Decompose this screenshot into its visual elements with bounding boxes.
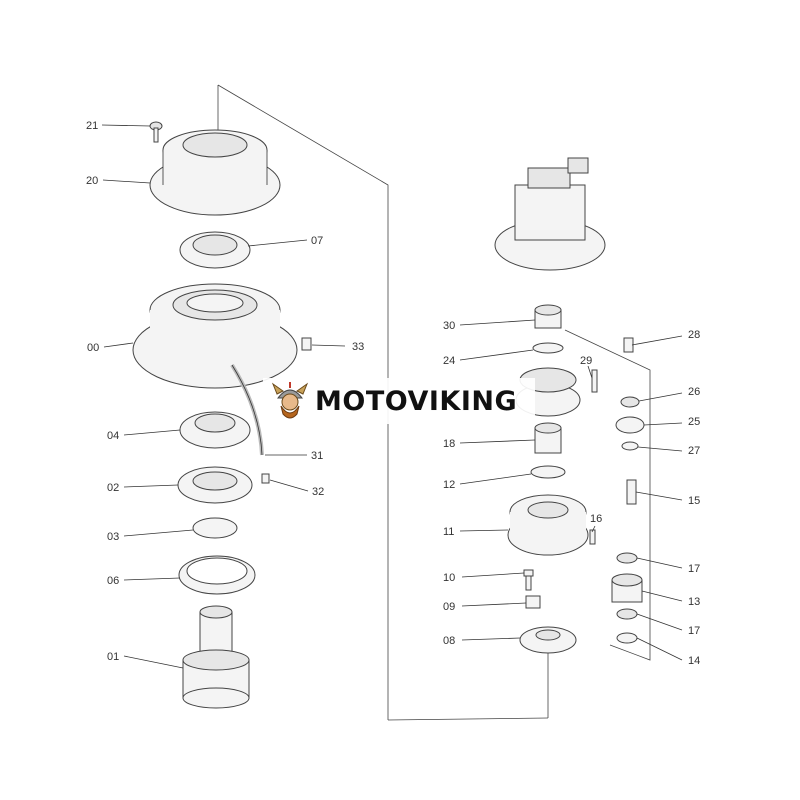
callout-32: 32 [312,486,324,498]
callout-09: 09 [443,601,455,613]
callout-24: 24 [443,355,455,367]
part-03-o-ring [192,517,238,539]
callout-27: 27 [688,445,700,457]
part-10-bolt [523,569,534,591]
callout-14: 14 [688,655,700,667]
callout-04: 04 [107,430,119,442]
viking-mascot-icon [271,382,309,419]
callout-00: 00 [87,342,99,354]
callout-11: 11 [443,526,454,538]
callout-01: 01 [107,651,119,663]
part-09-lock-plate [525,595,541,609]
part-29-pin [591,369,598,393]
callout-17-upper: 17 [688,563,700,575]
leader-lines [101,124,683,669]
callout-30: 30 [443,320,455,332]
callout-20: 20 [86,175,98,187]
callout-18: 18 [443,438,455,450]
callout-15: 15 [688,495,700,507]
callout-33: 33 [352,341,364,353]
part-15-pin [626,479,637,505]
part-21-bolt [149,121,163,143]
callout-labels: 21 20 07 00 33 04 31 02 32 03 06 01 30 2… [86,120,700,667]
part-13-planet-gear [611,573,643,603]
assembly-frame-bottom [387,717,549,721]
callout-02: 02 [107,482,119,494]
callout-07: 07 [311,235,323,247]
callout-08: 08 [443,635,455,647]
part-25-gear [615,416,645,434]
callout-16: 16 [590,513,602,525]
part-04-bearing [179,411,251,449]
part-32-fitting [261,473,270,484]
callout-29: 29 [580,355,592,367]
part-11-carrier [507,494,589,556]
part-26-gear [620,396,640,408]
callout-12: 12 [443,479,455,491]
callout-28: 28 [688,329,700,341]
part-08-thrust-plate [519,626,577,654]
assembly-frame-right [564,329,651,661]
part-02-seal [177,466,253,504]
part-17-bearing-upper [616,552,638,564]
part-24-washer [532,342,564,354]
callout-26: 26 [688,386,700,398]
part-17-bearing-lower [616,608,638,620]
part-01-pinion-shaft [182,605,250,709]
part-16-pin [589,529,596,545]
part-33-plug [301,337,312,351]
part-31-pipe [230,363,264,456]
assembly-frame-left [217,84,389,720]
callout-10: 10 [443,572,455,584]
part-30-gear [534,304,562,329]
part-14-washer [616,632,638,644]
part-18-sun-gear [534,422,562,454]
callout-17-lower: 17 [688,625,700,637]
callout-21: 21 [86,120,98,132]
callout-31: 31 [311,450,323,462]
part-28-pin [623,337,634,353]
part-07-bearing [179,231,251,269]
callout-06: 06 [107,575,119,587]
part-12-washer [530,465,566,479]
swing-motor-assembly-image [494,157,606,271]
brand-name: MOTOVIKING [315,385,518,417]
part-27-washer [621,441,639,451]
part-06-ring [178,555,256,595]
part-00-gear-housing [132,283,298,389]
callout-13: 13 [688,596,700,608]
callout-03: 03 [107,531,119,543]
part-20-housing-cover [149,129,281,216]
callout-25: 25 [688,416,700,428]
brand-watermark: MOTOVIKING [263,378,535,424]
